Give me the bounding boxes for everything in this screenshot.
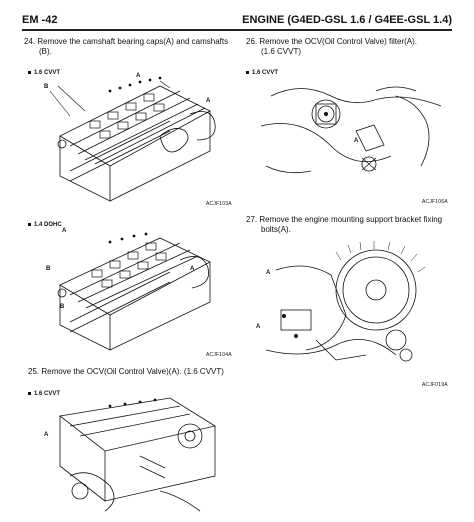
camshaft-figure-16cvvt: A B A: [40, 73, 235, 204]
section-number: EM -42: [22, 14, 58, 26]
figure-code: ACJF106A: [422, 199, 448, 205]
callout-a: A: [266, 270, 271, 276]
camshaft-figure-14dohc: A B A B: [40, 228, 235, 352]
step-25-text-line1: 25. Remove the OCV(Oil Control Valve)(A)…: [28, 367, 224, 376]
figure-code: ACJF019A: [422, 382, 448, 388]
step-26-text-line1: 26. Remove the OCV(Oil Control Valve) fi…: [246, 37, 418, 46]
callout-a: A: [354, 138, 359, 144]
callout-a: A: [44, 432, 49, 438]
callout-a: A: [206, 98, 211, 104]
variant-label-16cvvt: 1.6 CVVT: [28, 70, 60, 76]
callout-b: B: [60, 304, 65, 310]
ocv-filter-figure: A: [256, 76, 451, 198]
page-header: EM -42 ENGINE (G4ED-GSL 1.6 / G4EE-GSL 1…: [22, 14, 452, 31]
callout-b: B: [46, 266, 51, 272]
step-24: 24. Remove the camshaft bearing caps(A) …: [24, 37, 234, 57]
variant-label-16cvvt: 1.6 CVVT: [246, 70, 278, 76]
step-27: 27. Remove the engine mounting support b…: [246, 215, 456, 235]
step-24-text-line1: 24. Remove the camshaft bearing caps(A) …: [24, 37, 229, 46]
step-27-text-line1: 27. Remove the engine mounting support b…: [246, 215, 443, 224]
step-26: 26. Remove the OCV(Oil Control Valve) fi…: [246, 37, 456, 57]
mounting-bracket-drawing: [265, 241, 426, 362]
callout-a: A: [62, 228, 67, 234]
mounting-bracket-figure: A A: [256, 240, 451, 380]
ocv-filter-drawing: [260, 86, 442, 174]
callout-a: A: [256, 324, 261, 330]
step-25: 25. Remove the OCV(Oil Control Valve)(A)…: [28, 367, 238, 377]
page-title: ENGINE (G4ED-GSL 1.6 / G4EE-GSL 1.4): [242, 14, 452, 26]
callout-a: A: [190, 266, 195, 272]
callout-b: B: [44, 84, 49, 90]
figure-code: ACJF103A: [206, 201, 232, 207]
variant-label-14dohc: 1.4 DOHC: [28, 222, 62, 228]
figure-code: ACJF104A: [206, 352, 232, 358]
camshaft-drawing-14dohc: [57, 232, 211, 351]
header-divider: [22, 29, 452, 31]
variant-label-16cvvt: 1.6 CVVT: [28, 391, 60, 397]
ocv-drawing: [59, 397, 217, 512]
step-27-text-line2: bolts(A).: [261, 225, 291, 234]
callout-a: A: [136, 73, 141, 79]
step-26-text-line2: (1.6 CVVT): [261, 47, 302, 56]
camshaft-drawing-16cvvt: [49, 76, 216, 202]
ocv-figure: A: [40, 396, 235, 520]
step-24-text-line2: (B).: [39, 47, 52, 56]
